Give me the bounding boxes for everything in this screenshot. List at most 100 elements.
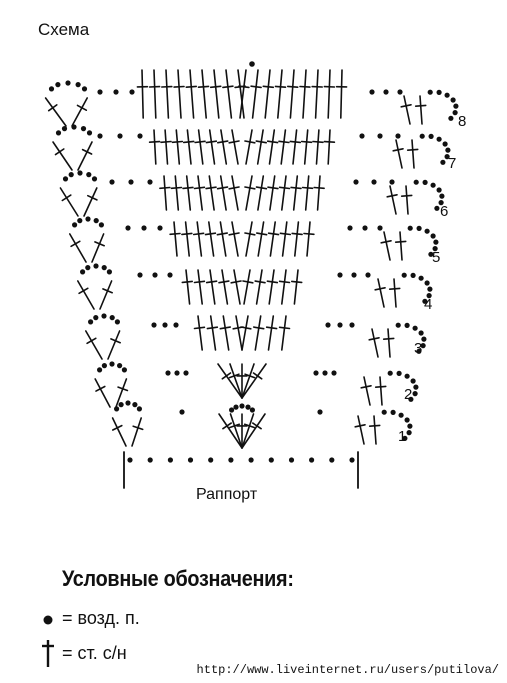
chain-stitch	[228, 457, 234, 463]
diagram-stitches	[44, 61, 459, 489]
chain-stitch	[421, 336, 427, 342]
chain-stitch	[114, 406, 120, 412]
double-crochet-stitch	[219, 315, 231, 351]
chain-stitch	[404, 373, 410, 379]
chain-stitch	[436, 89, 442, 95]
chain-stitch	[268, 457, 274, 463]
double-crochet-stitch	[228, 221, 240, 257]
chain-stitch	[117, 133, 123, 139]
double-crochet-stitch	[368, 415, 381, 445]
row-number: 8	[458, 113, 466, 130]
double-crochet-stitch	[94, 378, 111, 408]
double-crochet-stitch	[290, 175, 302, 211]
chain-stitch	[448, 115, 454, 121]
chain-stitch	[452, 110, 458, 116]
chain-stitch	[387, 370, 393, 376]
double-crochet-stitch	[85, 330, 103, 360]
double-crochet-stitch	[266, 269, 279, 305]
double-crochet-stitch	[286, 69, 299, 119]
chain-stitch	[395, 322, 401, 328]
chain-stitch	[72, 222, 78, 228]
chain-stitch	[337, 272, 343, 278]
chain-stitch	[337, 322, 343, 328]
chain-stitch	[422, 179, 428, 185]
chain-stitch	[313, 370, 319, 376]
chain-stitch	[233, 404, 239, 410]
chain-stitch	[397, 89, 403, 95]
chain-stitch	[88, 319, 94, 325]
double-crochet-stitch	[228, 363, 243, 399]
chain-stitch	[377, 225, 383, 231]
chain-stitch	[114, 319, 120, 325]
chain-stitch	[157, 225, 163, 231]
chain-stitch	[229, 407, 235, 413]
chain-stitch	[101, 313, 107, 319]
chain-stitch	[101, 265, 107, 271]
chain-stitch	[117, 363, 123, 369]
double-crochet-stitch	[173, 69, 185, 119]
double-crochet-stitch	[374, 278, 386, 308]
double-crochet-stitch	[262, 69, 275, 119]
chain-stitch	[413, 384, 419, 390]
chain-stitch	[249, 407, 255, 413]
chain-stitch	[106, 269, 112, 275]
chain-stitch	[179, 409, 185, 415]
double-crochet-stitch	[229, 413, 243, 449]
source-url: http://www.liveinternet.ru/users/putilov…	[196, 663, 499, 677]
chain-stitch	[406, 430, 412, 436]
row-number: 5	[432, 249, 440, 266]
chain-stitch	[322, 370, 328, 376]
double-crochet-stitch	[216, 175, 229, 211]
chain-stitch	[402, 435, 408, 441]
chain-stitch	[245, 404, 251, 410]
double-crochet-stitch	[254, 269, 266, 305]
double-crochet-stitch	[192, 221, 205, 257]
double-crochet-stitch	[160, 129, 172, 165]
chain-stitch	[80, 269, 86, 275]
chain-stitch	[129, 89, 135, 95]
chain-stitch	[401, 272, 407, 278]
double-crochet-stitch	[193, 269, 206, 305]
double-crochet-stitch	[278, 175, 291, 211]
chain-stitch	[416, 348, 422, 354]
chain-stitch	[118, 402, 124, 408]
chain-stitch	[412, 325, 418, 331]
double-crochet-stitch	[59, 187, 79, 217]
chain-stitch	[424, 228, 430, 234]
double-crochet-stitch	[274, 69, 287, 119]
double-crochet-stitch	[181, 221, 193, 257]
chain-stitch-dot-icon	[38, 612, 58, 626]
chain-stitch	[55, 82, 61, 88]
double-crochet-stitch	[238, 69, 250, 119]
chain-stitch	[93, 218, 99, 224]
chain-stitch	[428, 133, 434, 139]
double-crochet-stitch	[312, 129, 324, 165]
chain-stitch	[62, 176, 69, 182]
chain-stitch	[183, 370, 189, 376]
chain-stitch	[359, 133, 365, 139]
double-crochet-stitch	[77, 280, 95, 310]
double-crochet-stitch	[182, 175, 194, 211]
chain-stitch	[418, 330, 424, 336]
chain-stitch	[93, 263, 99, 269]
chain-stitch	[412, 391, 418, 397]
chain-stitch	[329, 457, 335, 463]
chain-stitch	[187, 457, 194, 463]
chain-stitch	[383, 89, 389, 95]
double-crochet-stitch	[244, 221, 256, 257]
double-crochet-stitch	[171, 129, 184, 165]
double-crochet-stitch	[255, 129, 268, 165]
double-crochet-stitch	[267, 175, 279, 211]
double-crochet-stitch	[303, 221, 315, 257]
double-crochet-stitch	[218, 413, 243, 449]
chain-stitch	[174, 370, 180, 376]
chain-stitch	[433, 239, 439, 245]
chain-stitch	[165, 370, 171, 376]
chain-stitch	[109, 361, 115, 367]
chain-stitch	[418, 275, 424, 281]
double-crochet-stitch	[388, 278, 401, 308]
chain-stitch	[162, 322, 168, 328]
chain-stitch	[422, 298, 428, 304]
chain-stitch	[404, 322, 410, 328]
legend-item-chain: = возд. п.	[38, 608, 140, 629]
